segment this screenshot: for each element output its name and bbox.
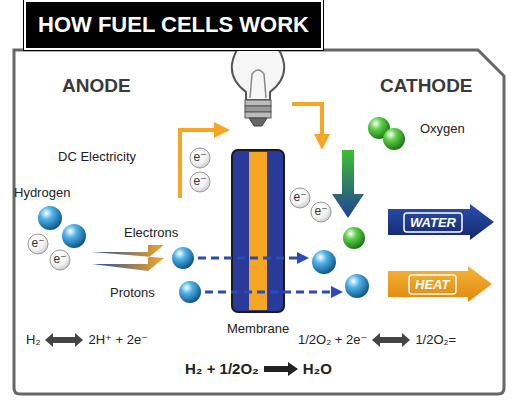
title-badge: HOW FUEL CELLS WORK bbox=[24, 0, 323, 50]
panel-outline bbox=[14, 50, 504, 394]
hydrogen-atom bbox=[312, 250, 336, 274]
oxygen-arrow bbox=[332, 150, 364, 218]
output-arrow: HEAT bbox=[388, 266, 492, 302]
equation-term: 1/2O₂ + 2e⁻ bbox=[298, 332, 367, 347]
gas-label: Oxygen bbox=[420, 122, 465, 136]
anode-equation: H₂ 2H⁺ + 2e⁻ bbox=[26, 332, 148, 347]
current-arrow bbox=[292, 104, 322, 138]
electron bbox=[50, 250, 70, 270]
equation-term: H₂ bbox=[26, 332, 40, 347]
cathode-equation: 1/2O₂ + 2e⁻ 1/2O₂= bbox=[298, 332, 456, 347]
electron-symbol: e⁻ bbox=[193, 151, 206, 164]
equation-term: 2H⁺ + 2e⁻ bbox=[88, 332, 148, 347]
overall-equation: H₂ + 1/2O₂ H₂O bbox=[185, 360, 332, 377]
electron-symbol: e⁻ bbox=[193, 175, 206, 188]
equation-term: 1/2O₂= bbox=[415, 332, 456, 347]
oxygen-atom bbox=[383, 128, 405, 150]
electron bbox=[190, 148, 210, 168]
equation-term: H₂ + 1/2O₂ bbox=[185, 360, 259, 377]
electron-sphere bbox=[172, 247, 194, 269]
particle-label: Protons bbox=[110, 286, 155, 300]
hydrogen-atom bbox=[345, 274, 369, 298]
arrow-text: HEAT bbox=[415, 277, 449, 292]
electron bbox=[290, 188, 310, 208]
hydrogen-atom bbox=[62, 224, 86, 248]
oxygen-atom bbox=[343, 227, 365, 249]
reaction-arrow bbox=[264, 362, 298, 376]
title: HOW FUEL CELLS WORK bbox=[38, 12, 309, 38]
flow-arrow bbox=[198, 257, 300, 260]
arrow-text: WATER bbox=[410, 215, 456, 230]
electron-symbol: e⁻ bbox=[31, 237, 44, 250]
electron bbox=[28, 234, 48, 254]
membrane-label: Membrane bbox=[227, 322, 289, 336]
side-heading: ANODE bbox=[62, 76, 131, 97]
electron-symbol: e⁻ bbox=[53, 253, 66, 266]
electron bbox=[190, 172, 210, 192]
hydrogen-arrow bbox=[92, 245, 164, 271]
hydrogen-atom bbox=[38, 206, 62, 230]
reaction-arrow bbox=[45, 333, 83, 347]
output-arrow: WATER bbox=[388, 204, 494, 240]
electron-symbol: e⁻ bbox=[293, 191, 306, 204]
particle-label: Electrons bbox=[124, 226, 178, 240]
membrane bbox=[232, 150, 284, 312]
proton-sphere bbox=[179, 281, 201, 303]
equation-term: H₂O bbox=[303, 360, 332, 377]
current-arrow bbox=[180, 130, 218, 198]
flow-arrow bbox=[205, 291, 334, 294]
side-heading: CATHODE bbox=[380, 76, 473, 97]
electron bbox=[311, 202, 331, 222]
gas-label: Hydrogen bbox=[14, 186, 70, 200]
current-label: DC Electricity bbox=[58, 150, 136, 164]
electron-symbol: e⁻ bbox=[314, 205, 327, 218]
light-bulb bbox=[232, 40, 284, 126]
reaction-arrow bbox=[372, 333, 410, 347]
